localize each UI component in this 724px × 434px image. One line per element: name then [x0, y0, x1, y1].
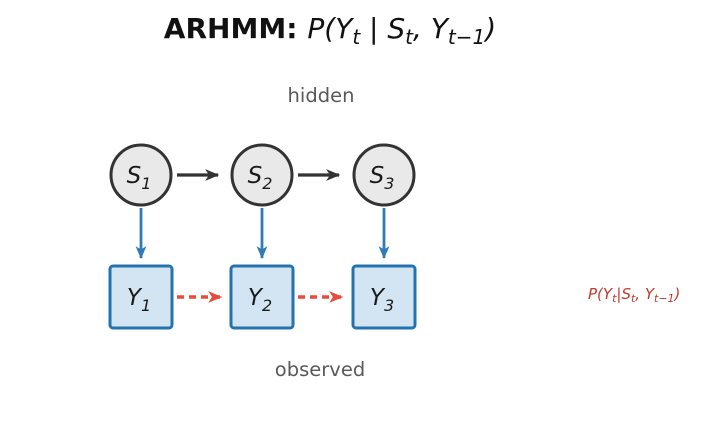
state-node-s1: [109, 143, 173, 207]
obs-node-y1: [108, 264, 174, 330]
obs-node-y2: [229, 264, 295, 330]
hidden-layer-label: hidden: [288, 84, 355, 107]
state-node-s3: [352, 143, 416, 207]
state-node-s3-label: S3: [370, 163, 395, 193]
page-title: ARHMM:P(Yt | St, Yt−1): [163, 12, 497, 49]
observed-layer-label: observed: [275, 358, 365, 381]
state-node-s1-label: S1: [127, 163, 152, 193]
obs-node-y3-label: Y3: [370, 285, 394, 315]
obs-node-y3: [351, 264, 417, 330]
conditional-probability-annotation: P(Yt|St, Yt−1): [588, 285, 681, 305]
state-node-s2-label: S2: [248, 163, 273, 193]
state-node-s2: [230, 143, 294, 207]
title-model-name: ARHMM:: [163, 12, 298, 45]
obs-node-y2-label: Y2: [248, 285, 272, 315]
obs-node-y1-label: Y1: [127, 285, 151, 315]
